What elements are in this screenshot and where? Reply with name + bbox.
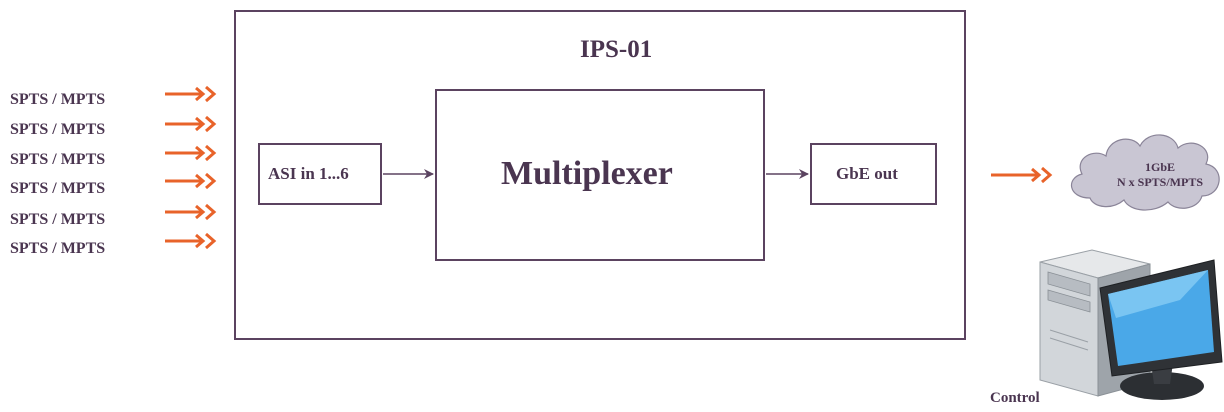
control-label: Control <box>990 390 1040 406</box>
input-arrow-6 <box>165 232 217 250</box>
input-label-1: SPTS / MPTS <box>10 91 106 108</box>
gbe-out-label: GbE out <box>836 164 898 183</box>
input-label-3: SPTS / MPTS <box>10 151 106 168</box>
control-computer-icon <box>1039 249 1223 400</box>
multiplexer-label: Multiplexer <box>501 155 673 192</box>
input-arrow-5 <box>165 203 217 221</box>
network-cloud-icon <box>1071 134 1220 211</box>
network-speed-label: 1GbE <box>1144 160 1175 174</box>
input-label-4: SPTS / MPTS <box>10 180 106 197</box>
input-arrow-2 <box>165 115 217 133</box>
device-enclosure <box>234 10 966 340</box>
input-label-5: SPTS / MPTS <box>10 211 106 228</box>
network-cloud-label: 1GbE N x SPTS/MPTS <box>1110 160 1210 190</box>
input-label-6: SPTS / MPTS <box>10 240 106 257</box>
asi-in-label: ASI in 1...6 <box>268 164 349 183</box>
output-arrow <box>991 166 1053 184</box>
device-title: IPS-01 <box>580 36 653 63</box>
multiplexer-block: Multiplexer <box>435 89 765 261</box>
asi-in-block: ASI in 1...6 <box>258 143 382 205</box>
gbe-out-block: GbE out <box>810 143 937 205</box>
input-arrow-1 <box>165 85 217 103</box>
input-label-2: SPTS / MPTS <box>10 121 106 138</box>
network-streams-label: N x SPTS/MPTS <box>1116 175 1203 189</box>
input-arrow-4 <box>165 172 217 190</box>
input-arrow-3 <box>165 144 217 162</box>
